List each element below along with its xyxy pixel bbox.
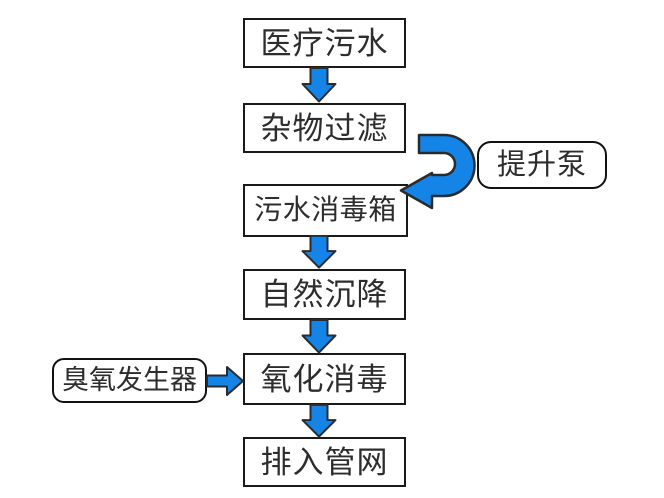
flow-node-label: 氧化消毒: [260, 361, 389, 397]
flow-node-label: 医疗污水: [260, 25, 389, 61]
flow-node-label: 提升泵: [496, 148, 587, 181]
flow-node-debris-filter: 杂物过滤: [243, 103, 406, 153]
flow-node-natural-sedimentation: 自然沉降: [243, 269, 406, 320]
flow-node-discharge-pipe-network: 排入管网: [243, 437, 406, 487]
flow-node-label: 杂物过滤: [260, 110, 389, 146]
flow-node-disinfection-tank: 污水消毒箱: [243, 184, 408, 237]
flow-node-medical-sewage: 医疗污水: [243, 18, 406, 68]
flow-node-oxidation-disinfection: 氧化消毒: [243, 353, 406, 405]
down-arrow-icon: [301, 404, 337, 438]
flow-node-label: 自然沉降: [260, 277, 389, 312]
down-arrow-icon: [301, 235, 337, 269]
flow-node-lift-pump: 提升泵: [477, 141, 607, 189]
flow-node-ozone-generator: 臭氧发生器: [52, 358, 207, 403]
down-arrow-icon: [301, 319, 337, 354]
flow-node-label: 臭氧发生器: [62, 365, 197, 395]
down-arrow-icon: [301, 67, 337, 103]
flow-node-label: 污水消毒箱: [254, 194, 397, 226]
u-turn-arrow-icon: [399, 133, 476, 210]
right-arrow-icon: [206, 366, 244, 396]
flow-node-label: 排入管网: [260, 444, 389, 480]
